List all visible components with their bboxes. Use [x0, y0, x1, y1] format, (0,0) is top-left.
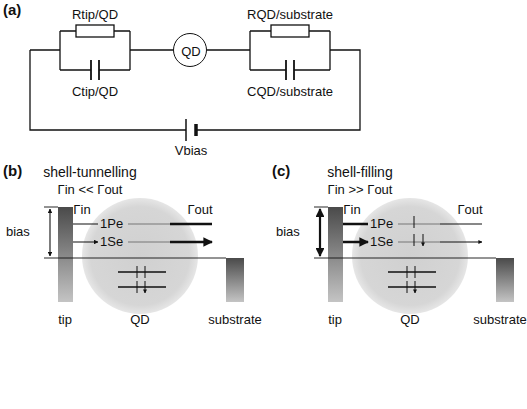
bias-label: bias	[276, 224, 300, 239]
electrode-label: tip	[328, 312, 342, 327]
dot-label: QD	[400, 312, 420, 327]
electrode-label: substrate	[473, 312, 526, 327]
electrode-label: tip	[58, 312, 72, 327]
component-label: Ctip/QD	[72, 84, 118, 99]
dot-label: QD	[130, 312, 150, 327]
energy-diagram-b	[44, 198, 244, 314]
component-label: CQD/substrate	[247, 84, 333, 99]
rate-condition: Γin << Γout	[58, 182, 123, 197]
panel-letter: (c)	[272, 163, 290, 178]
capacitor-symbol	[91, 60, 99, 80]
quantum-dot-circle: QD	[173, 33, 207, 67]
substrate-electrode	[226, 258, 244, 302]
tip-electrode	[328, 207, 343, 302]
quantum-dot: 1Pe1SeQD	[352, 198, 468, 314]
level-label: 1Se	[370, 234, 393, 249]
component-label: RQD/substrate	[247, 7, 333, 22]
panel-title: shell-tunnelling	[43, 165, 136, 180]
rate-condition: Γin >> Γout	[328, 182, 393, 197]
tip-electrode	[58, 207, 73, 302]
level-label: 1Pe	[370, 216, 393, 231]
component-label: Vbias	[175, 143, 208, 158]
rate-label: Γin	[343, 202, 360, 217]
energy-diagram-c	[314, 198, 514, 314]
level-label: 1Pe	[100, 216, 123, 231]
panel-letter: (a)	[3, 2, 21, 17]
battery-symbol	[194, 124, 198, 136]
resistor-symbol	[76, 25, 114, 37]
battery-symbol	[185, 119, 187, 141]
level-label: 1Se	[100, 234, 123, 249]
panel-title: shell-filling	[327, 165, 392, 180]
resistor-symbol	[271, 25, 309, 37]
panel-letter: (b)	[3, 163, 22, 178]
rate-label: Γout	[187, 202, 212, 217]
component-label: Rtip/QD	[72, 7, 118, 22]
circuit	[30, 25, 360, 141]
rate-label: Γout	[457, 202, 482, 217]
bias-label: bias	[6, 224, 30, 239]
capacitor-symbol	[286, 60, 294, 80]
substrate-electrode	[496, 258, 514, 302]
electrode-label: substrate	[208, 312, 261, 327]
dot-label: QD	[181, 44, 201, 59]
rate-label: Γin	[73, 202, 90, 217]
quantum-dot: 1Pe1SeQD	[82, 198, 198, 314]
